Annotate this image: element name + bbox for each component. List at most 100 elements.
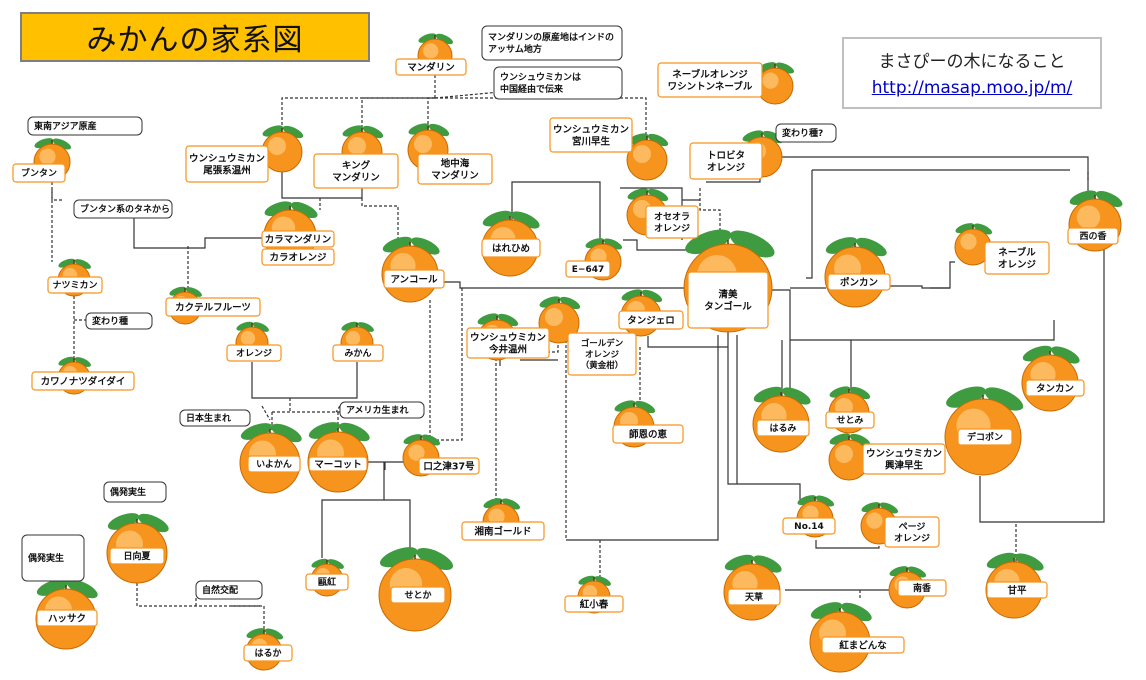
connector-line <box>384 499 411 558</box>
variety-label-haruka[interactable]: はるか <box>243 644 293 662</box>
variety-name: 南香 <box>913 582 932 594</box>
note-n_chance1: 偶発実生 <box>103 481 167 503</box>
variety-label-shiranui_megumi[interactable]: 師恩の恵 <box>612 424 684 444</box>
note-text: 偶発実生 <box>28 552 64 564</box>
variety-label-navel[interactable]: ネーブルオレンジ <box>984 241 1050 275</box>
variety-name: 紅小春 <box>580 598 609 610</box>
variety-name: 天草 <box>745 591 763 603</box>
variety-name: ネーブルオレンジ <box>672 68 748 80</box>
variety-label-kara[interactable]: カラオレンジ <box>261 248 335 266</box>
variety-name: みかん <box>344 348 371 359</box>
variety-name: いよかん <box>256 459 292 470</box>
variety-name: カクテルフルーツ <box>175 302 251 313</box>
variety-name: オレンジ <box>707 162 746 173</box>
variety-name: オレンジ <box>654 223 690 234</box>
variety-label-karaman[interactable]: カラマンダリン <box>261 230 335 248</box>
fruit-icon-unshu_okitsu <box>828 433 871 481</box>
variety-label-mandarin[interactable]: マンダリン <box>395 58 467 76</box>
variety-name: ウンシュウミカン <box>470 332 546 343</box>
note-text: 日本生まれ <box>186 412 231 424</box>
connector-line <box>335 405 341 413</box>
connector-line <box>623 239 690 251</box>
variety-label-shonan[interactable]: 湘南ゴールド <box>461 521 545 541</box>
connector-line <box>133 200 264 249</box>
variety-label-kanbeni[interactable]: 甌紅 <box>305 573 349 591</box>
variety-label-buntan[interactable]: ブンタン <box>12 163 66 183</box>
variety-name: タンカン <box>1036 382 1074 394</box>
variety-label-dekopon[interactable]: デコポン <box>957 428 1013 446</box>
note-text: アメリカ生まれ <box>346 404 409 416</box>
variety-label-setoka[interactable]: せとか <box>390 586 446 604</box>
variety-name: ウンシュウミカン <box>553 124 629 135</box>
connector-line <box>806 170 813 279</box>
variety-label-tankan[interactable]: タンカン <box>1025 379 1085 397</box>
variety-label-harumi[interactable]: はるみ <box>756 419 810 437</box>
variety-label-nanka[interactable]: 南香 <box>897 579 947 597</box>
variety-label-murcott[interactable]: マーコット <box>308 456 368 472</box>
variety-label-tangelo[interactable]: タンジェロ <box>618 310 684 330</box>
variety-name: E−647 <box>572 265 604 275</box>
variety-name: ゴールデン <box>581 338 624 349</box>
variety-label-kanpei[interactable]: 甘平 <box>986 581 1048 599</box>
note-n_sea: 東南アジア原産 <box>27 116 143 136</box>
note-callouts: マンダリンの原産地はインドのアッサム地方ウンシュウミカンは中国経由で伝来東南アジ… <box>21 25 837 600</box>
variety-label-setomi[interactable]: せとみ <box>825 411 875 429</box>
fruit-icon-ankor <box>381 236 440 303</box>
variety-label-natsumikan[interactable]: ナツミカン <box>47 276 103 294</box>
note-text: アッサム地方 <box>488 43 542 55</box>
variety-name: 師恩の恵 <box>629 428 668 440</box>
variety-label-hyuganatsu[interactable]: 日向夏 <box>109 547 165 565</box>
site-url-link[interactable]: http://masap.moo.jp/m/ <box>871 78 1073 98</box>
variety-name: せとみ <box>836 415 863 426</box>
connector-line <box>281 75 436 135</box>
variety-name: ウンシュウミカン <box>866 448 942 459</box>
variety-label-ponkan[interactable]: ポンカン <box>827 273 891 291</box>
connector-line <box>772 156 1089 198</box>
note-n_america: アメリカ生まれ <box>339 401 425 419</box>
variety-label-iyokan[interactable]: いよかん <box>247 455 301 473</box>
variety-name: トロビタ <box>707 149 745 161</box>
variety-label-tensou[interactable]: 天草 <box>727 588 781 606</box>
variety-label-beniharu[interactable]: 紅小春 <box>564 595 624 613</box>
variety-label-nishinokaori[interactable]: 西の香 <box>1067 227 1119 245</box>
variety-label-kawano[interactable]: カワノナツダイダイ <box>31 371 135 391</box>
variety-name: 紅まどんな <box>839 639 887 651</box>
note-text: ウンシュウミカンは <box>500 72 581 83</box>
connector-line <box>566 335 719 541</box>
variety-label-e647[interactable]: E−647 <box>565 260 611 278</box>
connector-line <box>361 198 399 246</box>
variety-name: 清美 <box>718 288 738 300</box>
connector-line <box>511 181 601 244</box>
connector-line <box>647 336 728 348</box>
variety-name: 尾張系温州 <box>202 164 251 176</box>
site-info-box: まさぴーの木になること http://masap.moo.jp/m/ <box>842 37 1102 109</box>
variety-label-ankor[interactable]: アンコール <box>383 269 445 289</box>
connector-line <box>136 583 265 632</box>
variety-label-harehime[interactable]: はれひめ <box>481 238 541 258</box>
variety-label-kuchinotsu[interactable]: 口之津37号 <box>418 457 480 475</box>
fruit-icon-benimadonna <box>809 602 872 673</box>
variety-label-cocktail[interactable]: カクテルフルーツ <box>165 297 261 317</box>
fruit-icon-tankan <box>1021 345 1080 412</box>
variety-label-orange[interactable]: オレンジ <box>226 344 282 362</box>
connector-line <box>361 97 435 135</box>
note-n_buntan_seed: ブンタン系のタネから <box>73 199 173 219</box>
variety-label-benimadonna[interactable]: 紅まどんな <box>821 636 905 654</box>
note-text: ブンタン系のタネから <box>80 203 170 215</box>
variety-label-mikan[interactable]: みかん <box>332 344 384 362</box>
variety-label-no14[interactable]: No.14 <box>782 517 836 535</box>
variety-label-hassaku[interactable]: ハッサク <box>36 609 98 627</box>
